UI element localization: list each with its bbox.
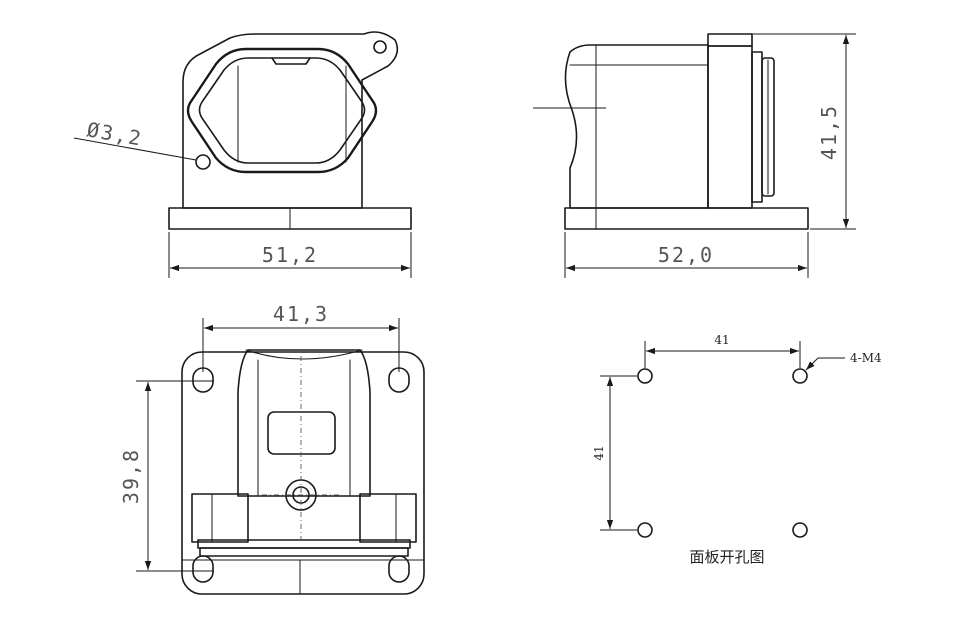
front-width-label: 51,2 — [262, 243, 318, 267]
panel-cutout-view: 41 41 4-M4 面板开孔图 — [592, 333, 882, 566]
side-height-label: 41,5 — [817, 104, 841, 160]
side-width-label: 52,0 — [658, 243, 714, 267]
panel-v-spacing-label: 41 — [592, 445, 606, 460]
bottom-width-label: 41,3 — [273, 302, 329, 326]
panel-cutout-caption: 面板开孔图 — [689, 548, 764, 566]
bottom-view: 41,3 39,8 — [119, 302, 425, 595]
panel-h-spacing-label: 41 — [714, 333, 729, 347]
panel-thread-label: 4-M4 — [850, 351, 882, 365]
front-hole-dia-label: Ø3,2 — [85, 117, 144, 150]
bottom-height-label: 39,8 — [119, 448, 143, 504]
side-view: 41,5 52,0 — [533, 33, 856, 278]
front-view: Ø3,2 51,2 — [73, 31, 412, 278]
